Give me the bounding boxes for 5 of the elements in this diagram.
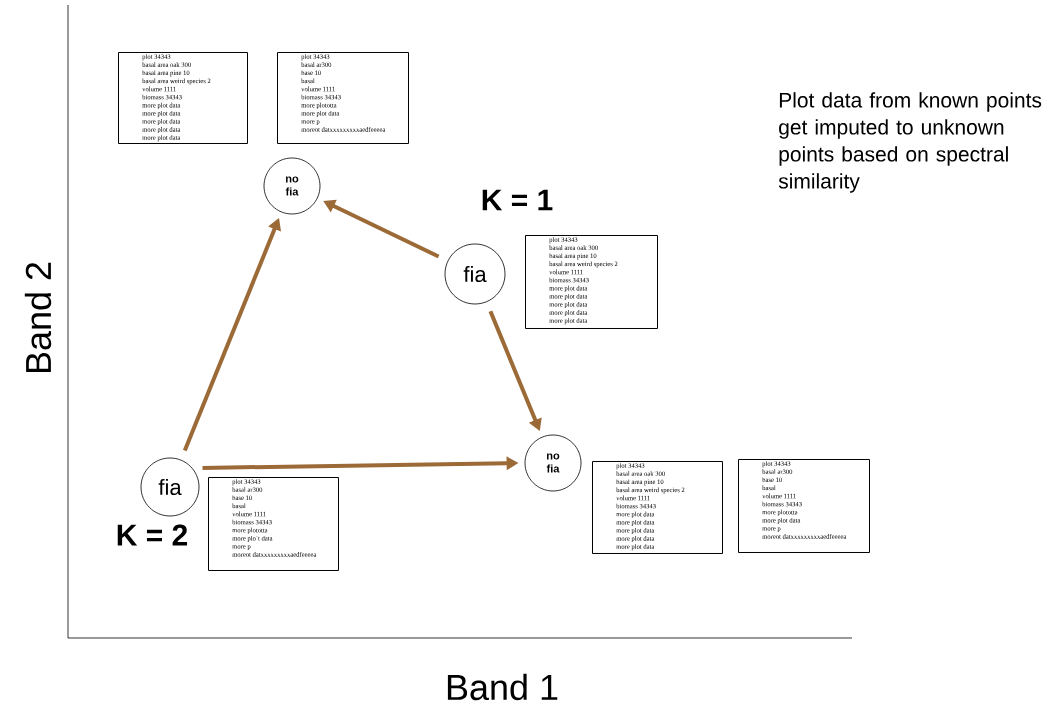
k-label: K = 2 xyxy=(117,524,188,546)
axis-label: Band 1 xyxy=(447,673,558,701)
k-label: K = 1 xyxy=(482,189,553,211)
note-text: Plot data from known points get imputed to unknown points based on spectral similarity xyxy=(778,92,1042,193)
axis-label: Band 2 xyxy=(24,262,52,373)
